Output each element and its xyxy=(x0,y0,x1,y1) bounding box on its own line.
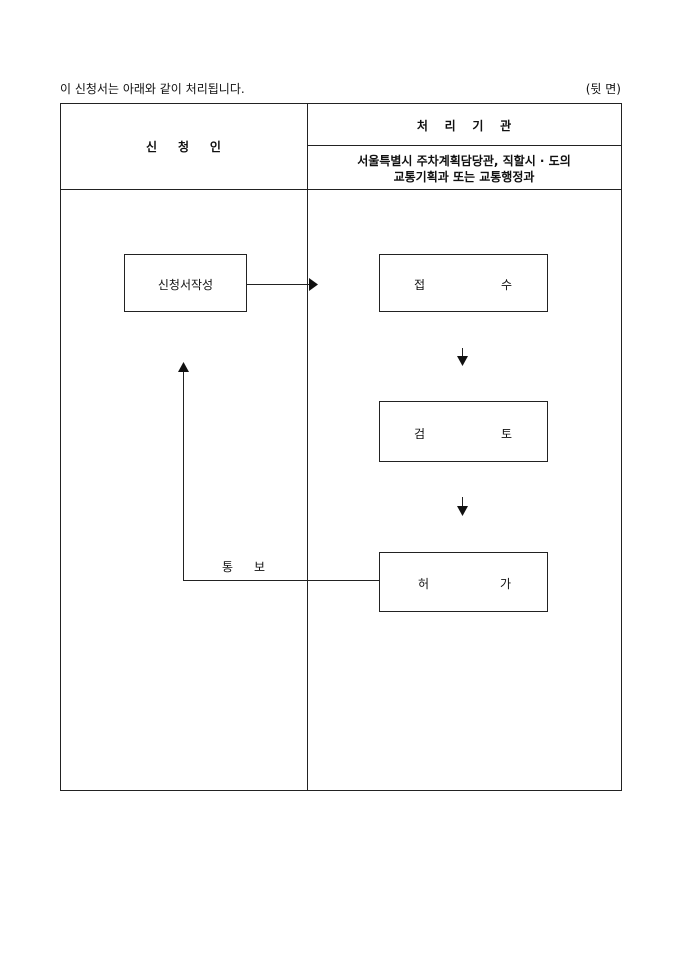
notify-label-2: 보 xyxy=(254,560,266,574)
receipt-label-1: 접 xyxy=(414,278,426,292)
write-application-box: 신청서작성 xyxy=(124,254,247,312)
approval-box: 허 가 xyxy=(379,552,548,612)
intro-text: 이 신청서는 아래와 같이 처리됩니다. xyxy=(60,82,245,96)
header-bottom-line xyxy=(60,189,622,190)
approval-label-1: 허 xyxy=(418,577,430,591)
arrow-down-line-1 xyxy=(462,348,463,358)
notify-connector xyxy=(183,580,379,581)
page-side-label: (뒷 면) xyxy=(585,82,621,96)
arrow-down-line-2 xyxy=(462,497,463,507)
agency-line-2: 교통기획과 또는 교통행정과 xyxy=(393,170,535,184)
header-divider xyxy=(307,145,621,146)
arrow-up-icon xyxy=(178,362,189,372)
review-box: 검 토 xyxy=(379,401,548,462)
arrow-down-icon xyxy=(457,356,468,366)
arrow-right-icon xyxy=(309,278,318,291)
approval-label-2: 가 xyxy=(500,577,512,591)
agency-header: 처 리 기 관 xyxy=(416,119,512,133)
arrow-down-icon xyxy=(457,506,468,516)
review-label-2: 토 xyxy=(501,427,513,441)
notify-return-line xyxy=(183,372,184,580)
receipt-label-2: 수 xyxy=(501,278,513,292)
receipt-box: 접 수 xyxy=(379,254,548,312)
submit-connector xyxy=(247,284,310,285)
notify-label-1: 통 xyxy=(222,560,234,574)
write-application-label: 신청서작성 xyxy=(157,278,214,292)
review-label-1: 검 xyxy=(414,427,426,441)
column-divider xyxy=(307,103,308,791)
process-table xyxy=(60,103,622,791)
applicant-header: 신 청 인 xyxy=(146,140,221,154)
agency-line-1: 서울특별시 주차계획담당관, 직할시 · 도의 xyxy=(357,154,571,168)
